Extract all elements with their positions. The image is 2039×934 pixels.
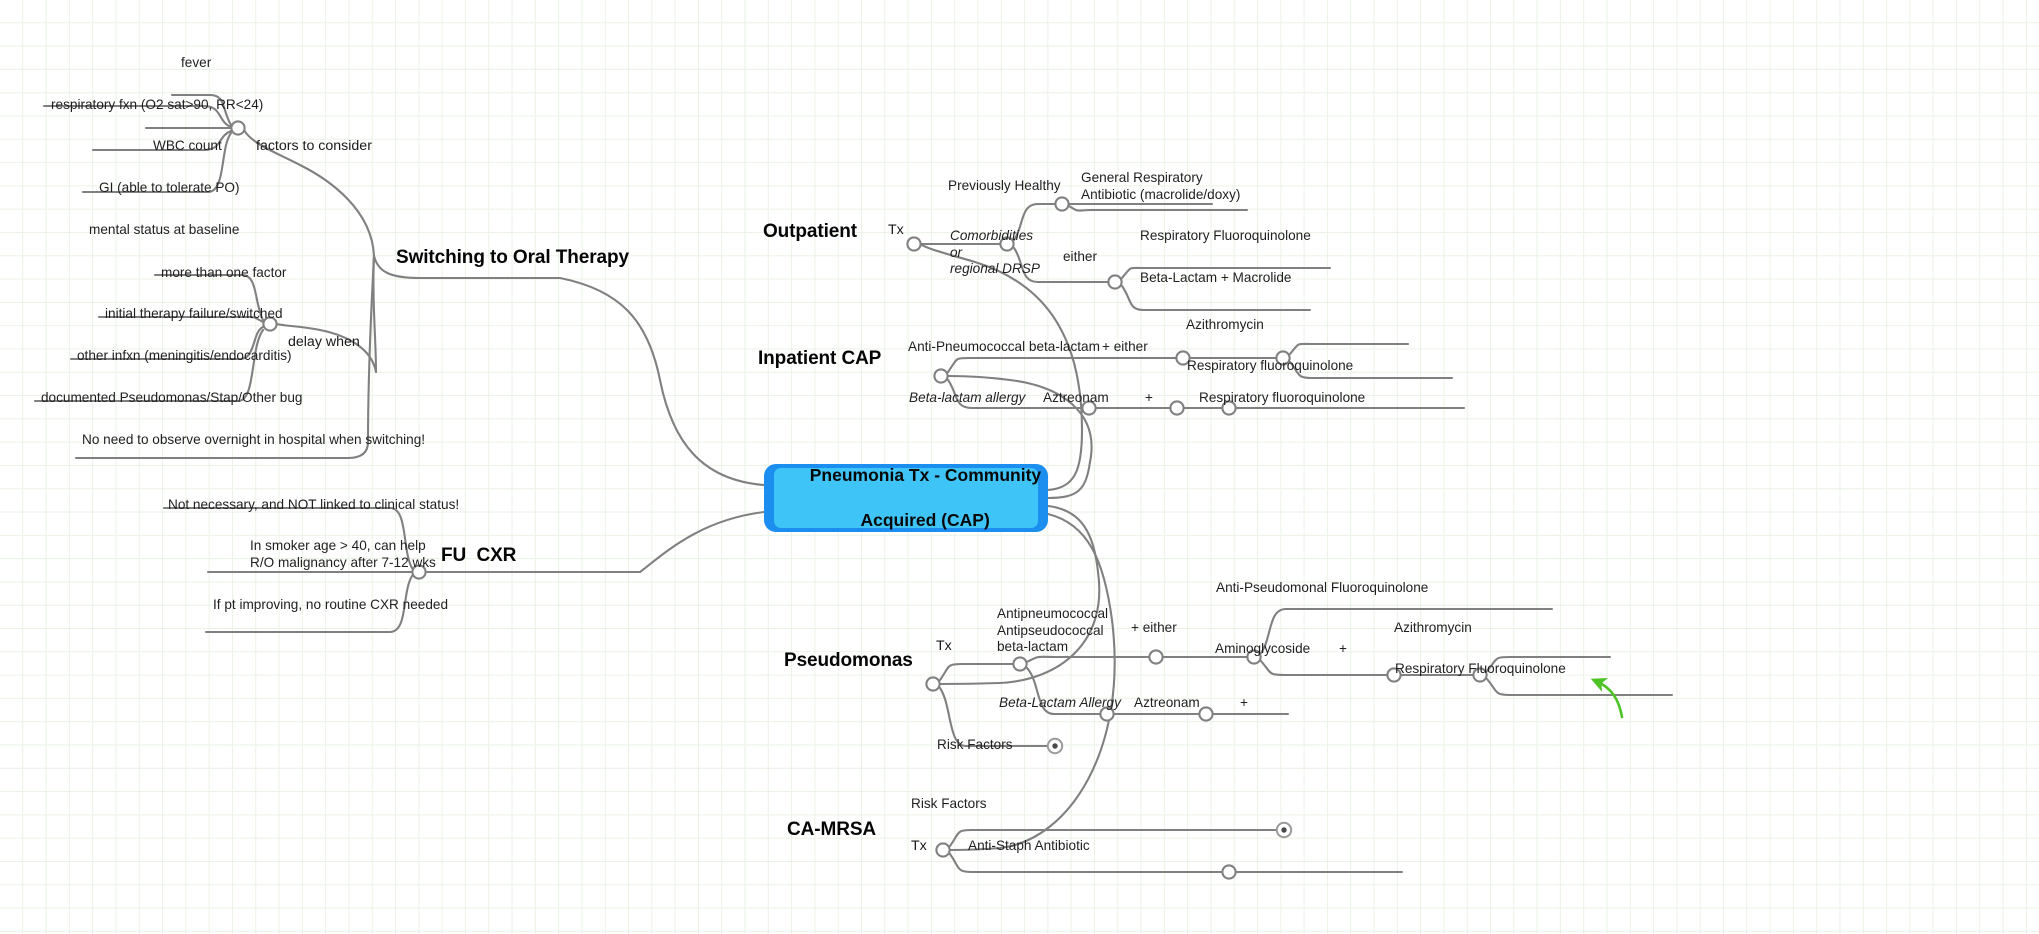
node-label-aminoglycoside-plus[interactable]: + [1339,641,1347,656]
edge-ph-generalresp [1067,204,1249,212]
relationship-arrow-aztreonam-to-aminoglycoside [1590,678,1624,719]
node-dot-factors-to-consider [230,120,246,136]
node-label-ca-mrsa-risk-factors[interactable]: Risk Factors [911,796,987,811]
node-label-azithromycin-pseudomonas[interactable]: Azithromycin [1394,620,1472,635]
node-dot-pseudomonas [925,676,941,692]
node-label-fever[interactable]: fever [181,55,212,70]
edge-plus-respfq-pseudo [1485,677,1674,697]
node-label-pseudomonas-plus-either[interactable]: + either [1131,620,1177,635]
node-label-beta-lactam-allergy-inpatient[interactable]: Beta-lactam allergy [909,390,1026,405]
node-label-documented-pseudomonas[interactable]: documented Pseudomonas/Stap/Other bug [41,390,303,405]
node-label-respiratory-fluoroquinolone-allergy[interactable]: Respiratory fluoroquinolone [1199,390,1366,405]
node-label-outpatient[interactable]: Outpatient [763,221,857,242]
node-dot-antipneumococcal-beta-lactam [1148,649,1164,665]
node-label-initial-therapy-failure[interactable]: initial therapy failure/switched [105,306,283,321]
node-dot-outpatient [906,236,922,252]
edge-pluseither-aminoglycoside [1259,659,1389,677]
node-label-antipneumococcal-antipseudococcal-beta-lactam[interactable]: Antipneumococcal Antipseudococcal beta-l… [997,606,1109,655]
node-label-beta-lactam-plus-macrolide[interactable]: Beta-Lactam + Macrolide [1140,270,1292,285]
root-node-label: Pneumonia Tx - Community Acquired (CAP) [771,441,1041,555]
node-label-previously-healthy[interactable]: Previously Healthy [948,178,1061,193]
edge-inpatient-antipneumo [946,356,1178,374]
root-node[interactable]: Pneumonia Tx - Community Acquired (CAP) [764,464,1048,532]
collapsed-dot-core-camrsa [1281,827,1287,833]
node-dot-ca-mrsa [935,842,951,858]
node-dot-aztreonam-pseudomonas [1198,706,1214,722]
node-label-in-smoker-age-40[interactable]: In smoker age > 40, can help R/O maligna… [250,538,436,570]
node-label-aztreonam-pseudomonas[interactable]: Aztreonam [1134,695,1200,710]
node-label-mental-status-at-baseline[interactable]: mental status at baseline [89,222,240,237]
node-label-respiratory-fxn[interactable]: respiratory fxn (O2 sat>90, RR<24) [51,97,264,112]
node-label-respiratory-fluoroquinolone-pseudomonas[interactable]: Respiratory Fluoroquinolone [1395,661,1566,676]
node-dot-pseudomonas-tx [1012,656,1028,672]
node-label-ca-mrsa-tx[interactable]: Tx [911,838,927,854]
edge-camrsa-tx [948,852,1404,874]
node-dot-previously-healthy [1054,196,1070,212]
node-dot-ca-mrsa-tx [1221,864,1237,880]
node-label-gi-tolerate-po[interactable]: GI (able to tolerate PO) [99,180,240,195]
node-label-outpatient-either[interactable]: either [1063,249,1098,264]
node-label-beta-lactam-allergy-pseudomonas[interactable]: Beta-Lactam Allergy [999,695,1121,710]
collapsed-dot-core-pseudomonas [1052,743,1058,749]
node-label-general-respiratory-antibiotic[interactable]: General Respiratory Antibiotic (macrolid… [1081,170,1241,202]
node-dot-inpatient-cap [933,368,949,384]
edge-switching-spine-mid [372,254,378,374]
node-label-comorbidities-or-regional-drsp[interactable]: Comorbidities or regional DRSP [950,228,1040,277]
node-label-inpatient-plus-either[interactable]: + either [1102,339,1148,354]
node-label-respiratory-fluoroquinolone-op[interactable]: Respiratory Fluoroquinolone [1140,228,1311,243]
node-label-aztreonam-inpatient[interactable]: Aztreonam [1043,390,1109,405]
edge-pluseither-azithro [1288,342,1410,356]
collapsed-dot-pseudomonas-risk-factors[interactable] [1046,737,1064,755]
node-label-switching-to-oral-therapy[interactable]: Switching to Oral Therapy [396,247,629,268]
node-label-pseudomonas-plus-arrow[interactable]: + [1240,695,1248,710]
root-label-line2: Acquired (CAP) [860,510,990,531]
edge-root-fucxr [543,510,766,574]
node-label-respiratory-fluoroquinolone-inpatient[interactable]: Respiratory fluoroquinolone [1187,358,1354,373]
node-label-no-need-to-observe-overnight[interactable]: No need to observe overnight in hospital… [82,432,426,447]
node-label-more-than-one-factor[interactable]: more than one factor [161,265,287,280]
node-label-anti-staph-antibiotic[interactable]: Anti-Staph Antibiotic [968,838,1090,853]
node-label-factors-to-consider[interactable]: factors to consider [256,138,372,154]
node-label-pseudomonas-tx[interactable]: Tx [936,638,952,654]
node-label-if-pt-improving[interactable]: If pt improving, no routine CXR needed [213,597,449,612]
edge-tx-antipneumo-pseudo [1025,655,1151,664]
node-label-aminoglycoside[interactable]: Aminoglycoside [1215,641,1311,656]
node-label-fu-cxr[interactable]: FU CXR [441,545,517,566]
edge-either-betalactam [1120,284,1312,312]
node-label-pseudomonas[interactable]: Pseudomonas [784,650,913,671]
node-label-outpatient-tx[interactable]: Tx [888,222,904,238]
node-label-not-necessary-not-linked[interactable]: Not necessary, and NOT linked to clinica… [168,497,460,512]
node-label-anti-pneumococcal-beta-lactam[interactable]: Anti-Pneumococcal beta-lactam [908,339,1100,354]
node-label-ca-mrsa[interactable]: CA-MRSA [787,819,877,840]
node-label-azithromycin-inpatient[interactable]: Azithromycin [1186,317,1264,332]
node-label-inpatient-cap[interactable]: Inpatient CAP [758,348,882,369]
node-label-delay-when[interactable]: delay when [288,334,360,350]
node-dot-aztreonam-inpatient [1169,400,1185,416]
collapsed-dot-ca-mrsa-risk-factors[interactable] [1275,821,1293,839]
collapsed-node-markers [1046,737,1293,839]
edge-pseudo-tx [938,662,1015,682]
edge-root-switching [484,276,766,487]
node-label-wbc-count[interactable]: WBC count [153,138,222,153]
node-label-other-infxn[interactable]: other infxn (meningitis/endocarditis) [77,348,292,363]
node-label-pseudomonas-risk-factors[interactable]: Risk Factors [937,737,1013,752]
root-label-line1: Pneumonia Tx - Community [809,464,1042,485]
node-label-inpatient-plus[interactable]: + [1145,390,1153,405]
node-dot-outpatient-either [1107,274,1123,290]
node-label-anti-pseudomonal-fluoroquinolone[interactable]: Anti-Pseudomonal Fluoroquinolone [1216,580,1429,595]
